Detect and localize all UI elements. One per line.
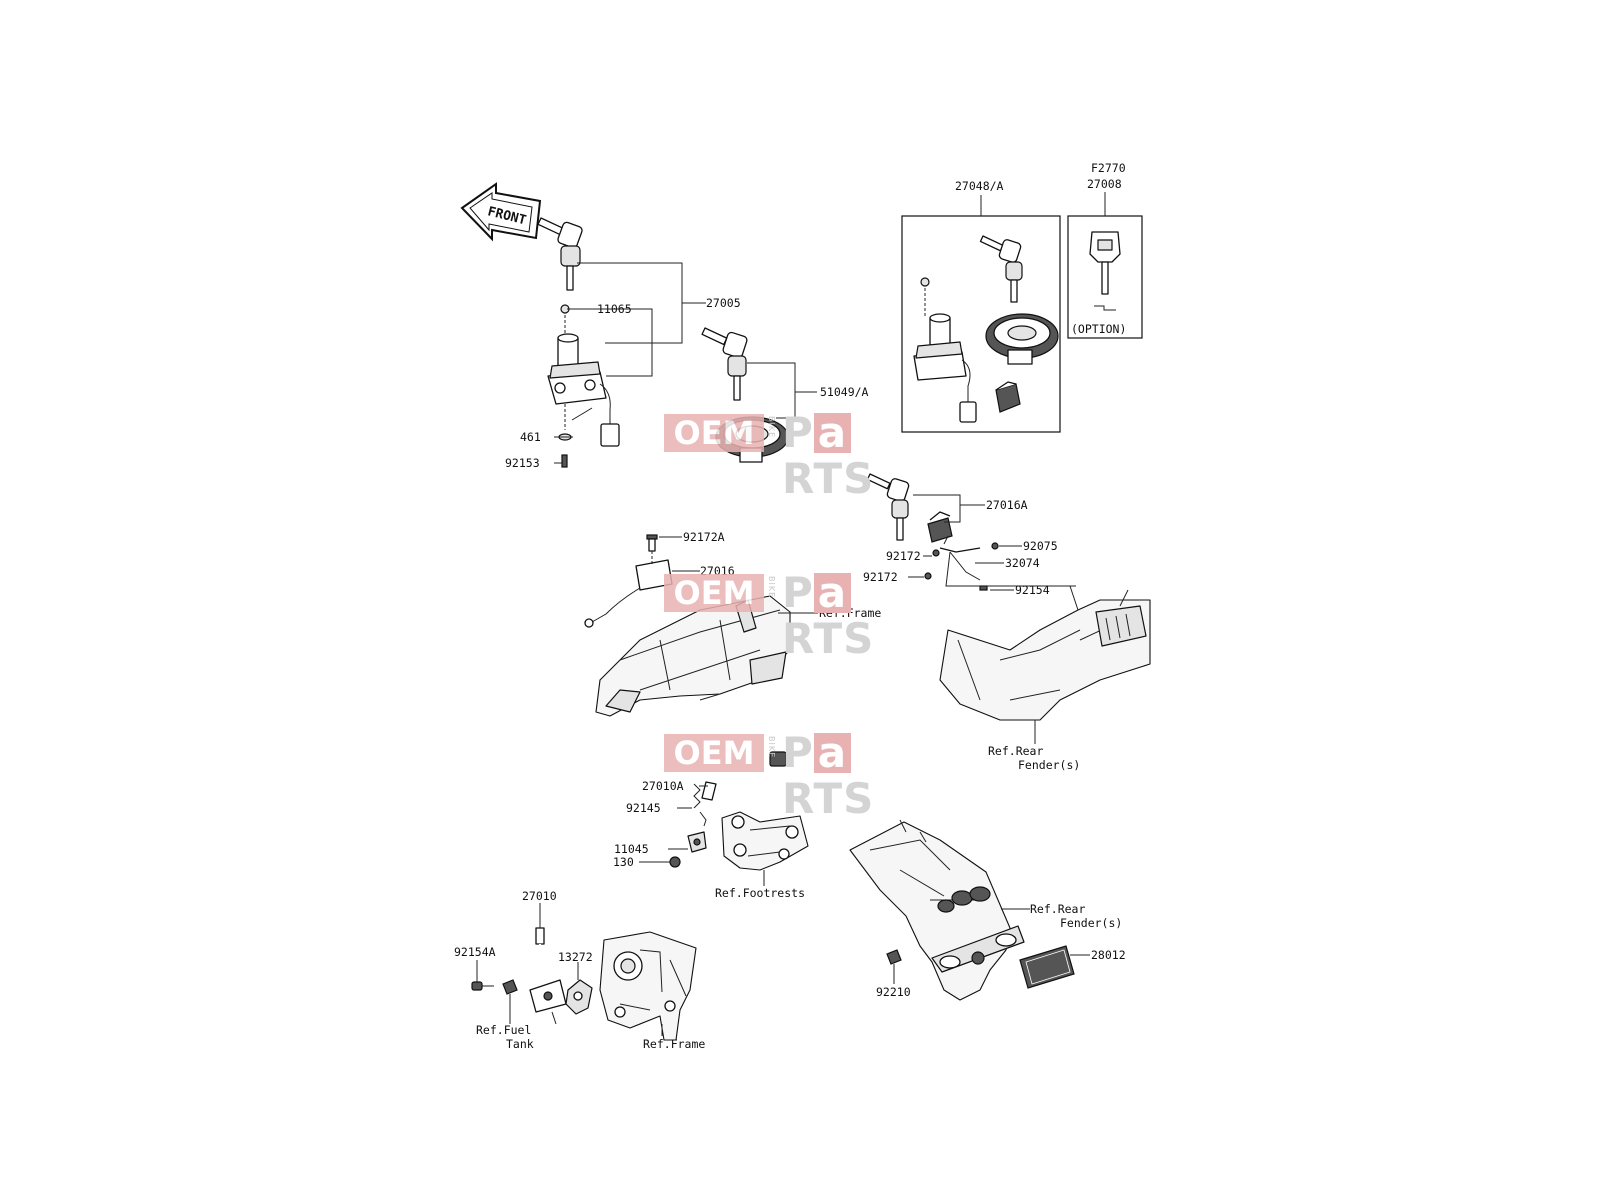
seat-lock-cylinder-icon [927, 511, 953, 543]
label-ref-rear-1a: Ref.Rear [988, 744, 1043, 758]
frame-icon [595, 595, 791, 717]
footrest-bracket-icon [721, 811, 809, 871]
seat-lock-icon [995, 381, 1021, 413]
label-27005: 27005 [706, 296, 741, 310]
label-11065: 11065 [597, 302, 632, 316]
neutral-switch-icon [529, 927, 567, 1025]
key-icon [537, 217, 583, 291]
bolt-icon [669, 856, 681, 868]
label-92172a-upper: 92172A [683, 530, 725, 544]
label-92154a: 92154A [454, 945, 496, 959]
bolt-icon [471, 981, 494, 991]
side-stand-switch-icon [687, 831, 707, 853]
bolt-icon [646, 534, 658, 552]
label-27008: 27008 [1087, 177, 1122, 191]
label-ref-rear-1b: Fender(s) [1018, 758, 1080, 772]
label-27048-a: 27048/A [955, 179, 1004, 193]
label-ref-rear-2b: Fender(s) [1060, 916, 1122, 930]
fuel-cap-icon [715, 416, 789, 463]
key-icon [701, 327, 748, 401]
label-27010a: 27010A [642, 779, 684, 793]
rear-fender-icon [939, 585, 1151, 721]
label-ref-fuel-1: Ref.Fuel [476, 1023, 531, 1037]
switch-cable-icon [701, 750, 787, 801]
ignition-switch-icon [547, 304, 620, 468]
nut-icon [886, 949, 902, 965]
label-13272: 13272 [558, 950, 593, 964]
label-ref-frame-1: Ref.Frame [819, 606, 881, 620]
label-f2770: F2770 [1091, 161, 1126, 175]
ignition-switch-icon [913, 277, 977, 423]
label-92153: 92153 [505, 456, 540, 470]
label-92172-lower: 92172 [863, 570, 898, 584]
label-ref-frame-2: Ref.Frame [643, 1037, 705, 1051]
label-32074: 32074 [1005, 556, 1040, 570]
label-51049-a: 51049/A [820, 385, 869, 399]
label-92145: 92145 [626, 801, 661, 815]
key-icon [866, 473, 910, 541]
seat-lock-icon [584, 551, 673, 628]
seat-lock-cable-icon [924, 535, 1076, 591]
label-11045: 11045 [614, 842, 649, 856]
label-92210: 92210 [876, 985, 911, 999]
label-27016: 27016 [700, 564, 735, 578]
key-icon [979, 235, 1023, 303]
label-ref-footrests: Ref.Footrests [715, 886, 805, 900]
label-27010: 27010 [522, 889, 557, 903]
label-28012: 28012 [1091, 948, 1126, 962]
label-option: (OPTION) [1071, 322, 1126, 336]
fuel-cap-icon [985, 313, 1059, 365]
reflector-icon [1019, 945, 1075, 989]
label-92172-upper: 92172 [886, 549, 921, 563]
front-arrow-icon: FRONT [460, 182, 542, 242]
spring-icon [693, 783, 707, 827]
cover-plate-icon [565, 979, 593, 1015]
label-92154: 92154 [1015, 583, 1050, 597]
label-461: 461 [520, 430, 541, 444]
label-92075: 92075 [1023, 539, 1058, 553]
label-ref-rear-2a: Ref.Rear [1030, 902, 1085, 916]
blank-key-icon [1089, 231, 1121, 311]
label-27016a: 27016A [986, 498, 1028, 512]
label-ref-fuel-2: Tank [506, 1037, 534, 1051]
frame-icon [599, 931, 697, 1041]
label-130: 130 [613, 855, 634, 869]
nut-icon [502, 979, 518, 995]
rear-fender-icon [849, 819, 1025, 1001]
